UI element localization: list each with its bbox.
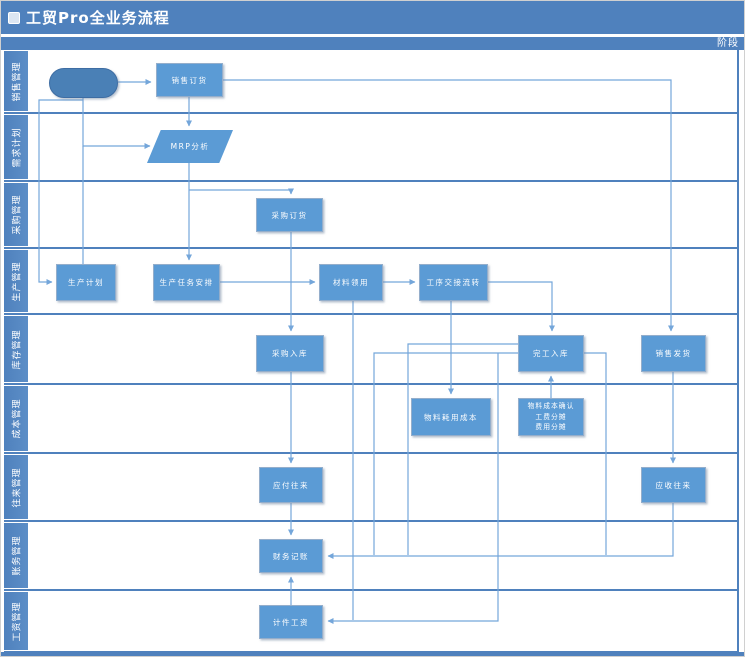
flow-node-wgrk: 完工入库 [518, 335, 584, 372]
flow-node-wlhy: 物料耗用成本 [411, 398, 491, 436]
lane-divider [4, 112, 739, 114]
lane-divider [4, 452, 739, 454]
flow-node-label: 物料成本确认 工费分摊 费用分摊 [527, 401, 575, 432]
swimlane-label-5: 成本管理 [4, 386, 28, 451]
connector-line [38, 99, 83, 285]
flow-node-wlcb: 物料成本确认 工费分摊 费用分摊 [518, 398, 584, 436]
flow-node-mrp: MRP分析 [147, 130, 233, 163]
diagram-right-border [737, 49, 739, 654]
swimlane-label-0: 销售管理 [4, 51, 28, 111]
flow-node-xsdh: 销售订货 [156, 63, 223, 97]
swimlane-label-6: 往来管理 [4, 455, 28, 519]
flow-node-cgrk: 采购入库 [256, 335, 324, 372]
flow-node-scjh: 生产计划 [56, 264, 116, 301]
flow-node-label: 应收往来 [655, 480, 692, 490]
phase-band: 阶段 [1, 37, 744, 50]
parallelogram-shape [147, 130, 233, 163]
swimlane-label-3: 生产管理 [4, 250, 28, 312]
flow-node-yfwl: 应付往来 [259, 467, 323, 503]
lane-divider [4, 247, 739, 249]
flow-node-label: 销售发货 [655, 349, 692, 358]
swimlane-label-8: 工资管理 [4, 592, 28, 650]
flow-node-clly: 材料领用 [319, 264, 383, 301]
flow-node-label: 物料耗用成本 [424, 412, 478, 422]
flow-node-label: 生产计划 [68, 278, 104, 287]
connector-line [223, 79, 674, 332]
phase-label: 阶段 [717, 38, 739, 49]
connector-line [373, 352, 518, 555]
flow-node-gxjj: 工序交接流转 [419, 264, 488, 301]
swimlane-label-7: 账务管理 [4, 523, 28, 588]
flow-node-jjgz: 计件工资 [259, 605, 323, 639]
window-icon [8, 11, 20, 24]
flow-node-label: 财务记账 [273, 551, 309, 561]
flow-node-label: 采购订货 [271, 210, 308, 220]
flow-node-label: 工序交接流转 [426, 278, 481, 287]
diagram-bottom-border [1, 652, 744, 656]
connector-line [82, 98, 151, 149]
lane-divider [4, 383, 739, 385]
connector-line [407, 343, 518, 555]
lane-divider [4, 48, 739, 50]
flow-node-label: MRP分析 [170, 142, 210, 151]
swimlane-label-4: 库存管理 [4, 316, 28, 382]
swimlane-label-1: 需求计划 [4, 115, 28, 179]
connector-line [327, 503, 674, 559]
flow-node-label: 生产任务安排 [159, 278, 214, 287]
lane-divider [4, 313, 739, 315]
lane-divider [4, 180, 739, 182]
connector-line [327, 353, 499, 624]
flow-node-cgdh: 采购订货 [256, 198, 323, 232]
flow-node-yswl: 应收往来 [641, 467, 706, 503]
lane-divider [4, 520, 739, 522]
flow-node-label: 采购入库 [272, 349, 308, 358]
swimlane-label-2: 采购管理 [4, 183, 28, 246]
flow-node-xsfh: 销售发货 [641, 335, 706, 372]
page-title: 工贸Pro全业务流程 [26, 9, 170, 27]
flow-node-start [49, 68, 118, 98]
title-bar: 工贸Pro全业务流程 [1, 1, 744, 34]
connector-line [584, 352, 607, 555]
flow-node-label: 完工入库 [533, 349, 569, 358]
flow-node-label: 材料领用 [333, 278, 369, 287]
lane-divider [4, 589, 739, 591]
connector-line [189, 188, 294, 195]
flow-node-label: 销售订货 [171, 75, 208, 85]
connector-line [488, 281, 555, 332]
flow-node-cwjz: 财务记账 [259, 539, 323, 573]
flow-node-scrw: 生产任务安排 [153, 264, 220, 301]
flow-node-label: 应付往来 [273, 480, 309, 490]
flow-node-label: 计件工资 [273, 617, 309, 627]
